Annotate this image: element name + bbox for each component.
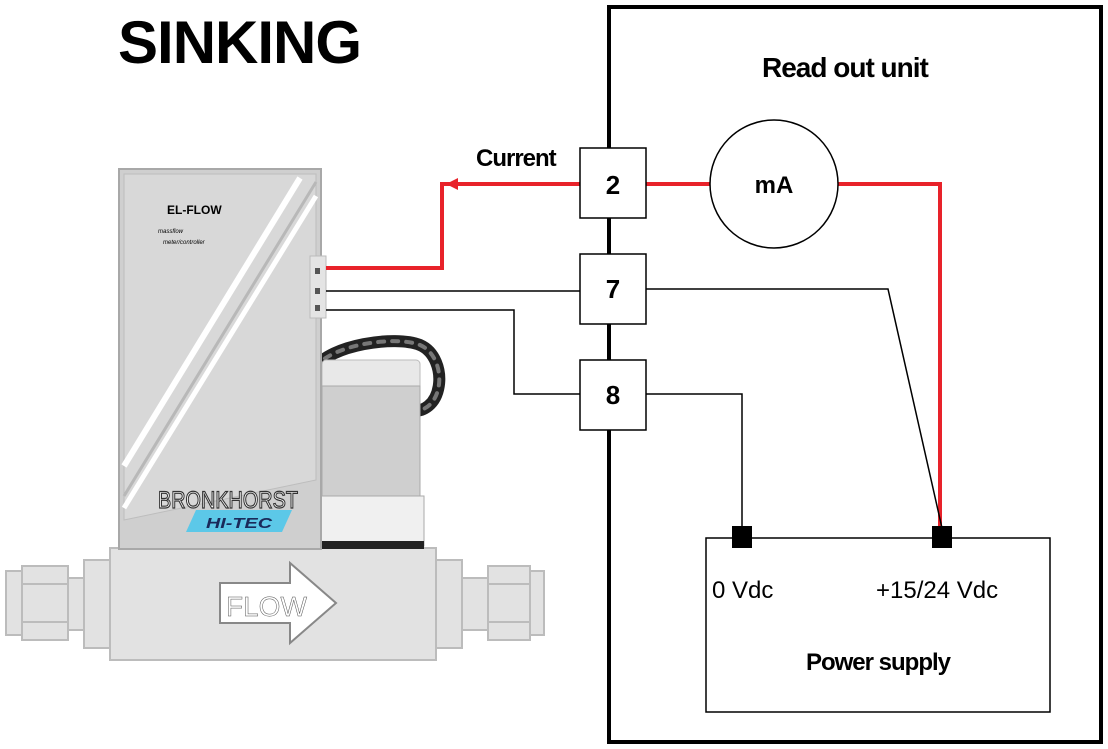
power-supply-0vdc-label: 0 Vdc [712, 577, 773, 604]
flow-label: FLOW [226, 591, 307, 622]
diagram-title: SINKING [118, 9, 361, 76]
terminal-2-label: 2 [606, 170, 620, 200]
terminal-7: 7 [579, 253, 647, 325]
device-badge: HI-TEC [186, 510, 292, 532]
device-subtitle-1: massflow [158, 229, 184, 235]
wire-terminal7-to-supply [646, 288, 943, 529]
device-brand: BRONKHORST [158, 487, 298, 514]
power-supply-title: Power supply [806, 649, 952, 676]
meter-label: mA [755, 172, 794, 199]
mass-flow-device: FLOW EL-FLOW massflow meter/controller B… [5, 168, 545, 661]
flow-arrow-icon: FLOW [219, 560, 338, 646]
terminal-8: 8 [579, 359, 647, 431]
terminal-0vdc [732, 526, 752, 548]
current-wire-meter-to-supply [838, 182, 942, 528]
wire-pin3-to-terminal8 [326, 309, 580, 395]
current-wire-device-side [326, 182, 580, 270]
device-model: EL-FLOW [167, 203, 222, 217]
right-fittings [433, 559, 545, 649]
terminal-2: 2 [579, 147, 647, 219]
current-label: Current [476, 145, 557, 172]
valve-coil [317, 359, 425, 549]
power-supply-box [705, 537, 1051, 713]
device-connector [309, 255, 327, 319]
milliamp-meter: mA [709, 119, 839, 249]
power-supply-positive-label: +15/24 Vdc [876, 577, 998, 604]
device-front-panel [123, 173, 317, 521]
wire-terminal8-to-supply [646, 393, 743, 528]
terminal-7-label: 7 [606, 274, 620, 304]
readout-unit-title: Read out unit [762, 52, 929, 83]
device-subtitle-2: meter/controller [163, 240, 206, 246]
power-supply: 0 Vdc +15/24 Vdc Power supply [705, 526, 1051, 713]
device-badge-label: HI-TEC [206, 515, 274, 532]
left-fittings [5, 559, 113, 649]
terminal-8-label: 8 [606, 380, 620, 410]
terminal-plus-vdc [932, 526, 952, 548]
